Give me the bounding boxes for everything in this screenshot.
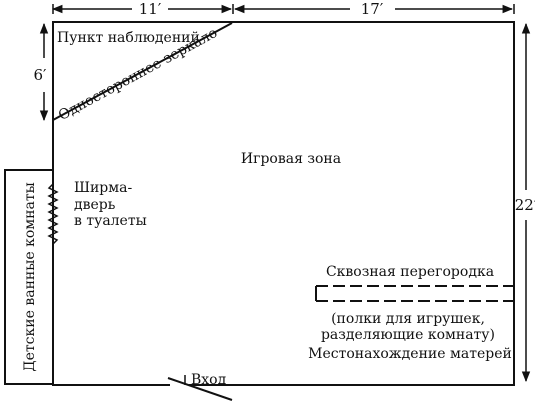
mothers-location-label: Местонахождение матерей bbox=[308, 346, 512, 362]
one-way-mirror-line bbox=[52, 22, 233, 121]
outer-wall-bottom-left bbox=[52, 255, 170, 386]
dim-label-top-left: 11′ bbox=[139, 0, 162, 18]
children-bathrooms-label: Детские ванные комнаты bbox=[22, 182, 38, 371]
dim-label-right-height: 22′ bbox=[515, 196, 535, 214]
room-walls bbox=[4, 21, 515, 401]
dimension-lines bbox=[39, 4, 531, 383]
dim-label-top-right: 17′ bbox=[361, 0, 384, 18]
dim-label-left-height: 6′ bbox=[34, 66, 48, 84]
play-area-label: Игровая зона bbox=[241, 151, 341, 167]
through-partition-label: Сквозная перегородка bbox=[326, 264, 494, 280]
shelves-label-line2: разделяющие комнату) bbox=[321, 327, 495, 343]
through-partition bbox=[315, 285, 514, 302]
entrance-door-leaf bbox=[167, 377, 233, 401]
observation-point-label: Пункт наблюдений bbox=[57, 30, 200, 46]
shelves-label-line1: (полки для игрушек, bbox=[331, 311, 485, 327]
screen-door-label-line1: Ширма- bbox=[74, 180, 133, 196]
screen-door-label-line2: дверь bbox=[74, 197, 116, 213]
entrance-label: Вход bbox=[191, 372, 227, 388]
bathrooms-box bbox=[4, 169, 54, 385]
outer-wall bbox=[52, 21, 515, 386]
screen-door-zigzag bbox=[47, 183, 59, 245]
screen-door-label-line3: в туалеты bbox=[74, 213, 147, 229]
